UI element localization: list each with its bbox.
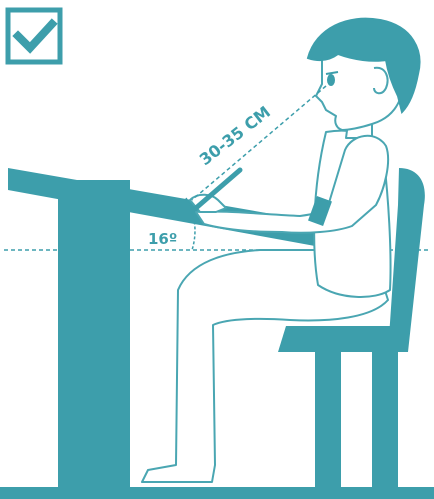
chair-leg-back bbox=[372, 350, 398, 490]
chair-seat bbox=[278, 326, 405, 352]
desk-leg bbox=[58, 180, 130, 490]
child-ear bbox=[374, 68, 388, 93]
desk-angle-label: 16º bbox=[148, 230, 177, 248]
checkmark-icon bbox=[18, 24, 52, 48]
eye-distance-label: 30-35 CM bbox=[196, 102, 274, 169]
child-figure bbox=[142, 33, 405, 482]
chair-leg-front bbox=[315, 350, 341, 490]
chair-back bbox=[388, 168, 425, 352]
checkmark-badge bbox=[8, 10, 60, 62]
